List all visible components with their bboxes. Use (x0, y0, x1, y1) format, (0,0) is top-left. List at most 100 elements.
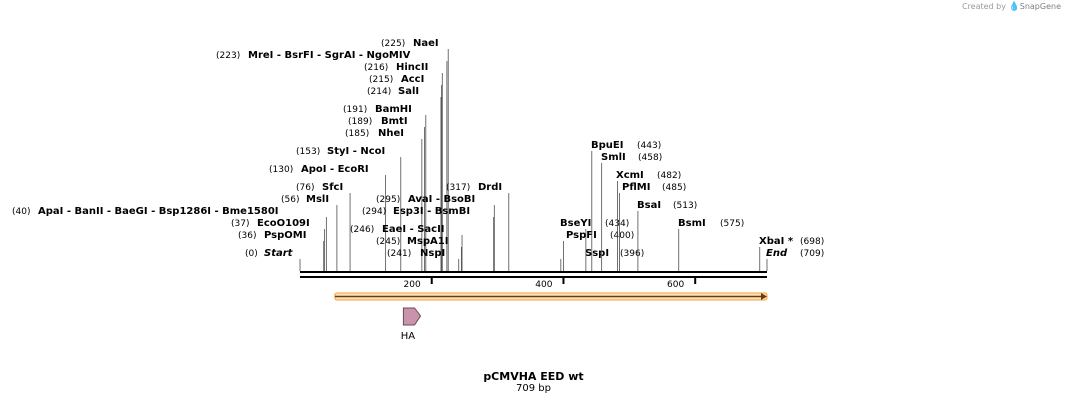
site-position: (294) (362, 207, 386, 217)
site-position: (241) (387, 249, 411, 259)
restriction-site-label[interactable]: (153) StyI - NcoI (296, 146, 385, 157)
site-position: (214) (367, 87, 391, 97)
restriction-site-label[interactable]: XbaI * (698) (759, 236, 824, 247)
restriction-site-label[interactable]: PflMI (485) (622, 182, 686, 193)
restriction-site-label[interactable]: (246) EaeI - SacII (350, 224, 445, 235)
site-position: (0) (245, 249, 258, 259)
restriction-site-label[interactable]: (225) NaeI (381, 38, 439, 49)
site-enzyme-name: BmtI (381, 116, 408, 127)
site-position: (185) (345, 129, 369, 139)
restriction-site-label[interactable]: (185) NheI (345, 128, 404, 139)
axis-tick-label: 200 (404, 280, 421, 290)
restriction-site-label[interactable]: (214) SalI (367, 86, 419, 97)
site-enzyme-name: StyI - NcoI (327, 146, 385, 157)
site-position: (443) (637, 141, 661, 151)
site-position: (189) (348, 117, 372, 127)
restriction-site-label[interactable]: (317)DrdI (446, 182, 502, 193)
restriction-site-label[interactable]: (191) BamHI (343, 104, 412, 115)
snapgene-drop-icon: 💧 (1008, 2, 1020, 12)
restriction-site-label[interactable]: SspI (396) (585, 248, 644, 259)
site-position: (396) (620, 249, 644, 259)
restriction-site-label[interactable]: (189) BmtI (348, 116, 408, 127)
site-position: (223) (216, 51, 240, 61)
restriction-site-label[interactable]: (215)AccI (369, 74, 424, 85)
site-position: (458) (638, 153, 662, 163)
site-enzyme-name: SspI (585, 248, 609, 259)
credit-prefix: Created by (961, 2, 1006, 11)
site-enzyme-name: MspA1I (407, 236, 448, 247)
restriction-site-label[interactable]: (36) PspOMI (238, 230, 306, 241)
restriction-site-label[interactable]: BsaI(513) (637, 200, 697, 211)
site-position: (485) (662, 183, 686, 193)
site-position: (575) (720, 219, 744, 229)
site-position: (216) (364, 63, 388, 73)
site-enzyme-name: End (766, 248, 788, 259)
site-enzyme-name: XbaI * (759, 236, 794, 247)
site-enzyme-name: EaeI - SacII (382, 224, 445, 235)
site-enzyme-name: SmlI (601, 152, 626, 163)
site-enzyme-name: ApaI - BanII - BaeGI - Bsp1286I - Bme158… (38, 206, 279, 217)
axis-tick-label: 600 (667, 280, 684, 290)
snapgene-credit: Created by 💧SnapGene (962, 2, 1061, 12)
site-enzyme-name: AccI (401, 74, 424, 85)
site-enzyme-name: HincII (396, 62, 428, 73)
site-enzyme-name: SfcI (322, 182, 343, 193)
site-enzyme-name: MreI - BsrFI - SgrAI - NgoMIV (248, 50, 411, 61)
restriction-site-label[interactable]: BseYI(434) (560, 218, 629, 229)
site-enzyme-name: MslI (306, 194, 329, 205)
site-enzyme-name: NspI (420, 248, 445, 259)
restriction-site-label[interactable]: BsmI (575) (678, 218, 744, 229)
site-enzyme-name: BamHI (375, 104, 412, 115)
site-position: (698) (800, 237, 824, 247)
site-position: (130) (269, 165, 293, 175)
restriction-site-label[interactable]: (37)EcoO109I (231, 218, 310, 229)
site-enzyme-name: PspFI (566, 230, 597, 241)
site-position: (400) (610, 231, 634, 241)
site-position: (709) (800, 249, 824, 259)
site-position: (36) (238, 231, 256, 241)
site-enzyme-name: BsmI (678, 218, 706, 229)
site-position: (153) (296, 147, 320, 157)
site-enzyme-name: BseYI (560, 218, 591, 229)
site-enzyme-name: DrdI (478, 182, 502, 193)
restriction-site-label[interactable]: (294)Esp3I - BsmBI (362, 206, 470, 217)
site-position: (513) (673, 201, 697, 211)
site-position: (191) (343, 105, 367, 115)
site-enzyme-name: ApoI - EcoRI (301, 164, 369, 175)
map-title: pCMVHA EED wt (483, 370, 584, 383)
restriction-site-label[interactable]: BpuEI (443) (591, 140, 661, 151)
restriction-site-label[interactable]: (295) AvaI - BsoBI (376, 194, 475, 205)
site-position: (225) (381, 39, 405, 49)
map-length: 709 bp (516, 383, 551, 394)
restriction-site-label[interactable]: (56) MslI (281, 194, 329, 205)
site-position: (246) (350, 225, 374, 235)
axis-tick-label: 400 (535, 280, 552, 290)
ha-feature-label: HA (401, 331, 416, 342)
site-enzyme-name: PflMI (622, 182, 650, 193)
restriction-site-label[interactable]: (40)ApaI - BanII - BaeGI - Bsp1286I - Bm… (12, 206, 279, 217)
restriction-site-label[interactable]: End (709) (766, 248, 824, 259)
site-position: (37) (231, 219, 249, 229)
site-position: (295) (376, 195, 400, 205)
site-enzyme-name: BpuEI (591, 140, 623, 151)
restriction-site-label[interactable]: (0) Start (245, 248, 294, 259)
restriction-site-label[interactable]: (76)SfcI (296, 182, 343, 193)
restriction-site-label[interactable]: XcmI(482) (616, 170, 681, 181)
site-enzyme-name: Start (264, 248, 294, 259)
site-position: (482) (657, 171, 681, 181)
restriction-site-label[interactable]: (216) HincII (364, 62, 428, 73)
site-position: (56) (281, 195, 299, 205)
site-enzyme-name: NaeI (413, 38, 439, 49)
restriction-site-label[interactable]: (241) NspI (387, 248, 445, 259)
site-enzyme-name: SalI (398, 86, 419, 97)
site-enzyme-name: AvaI - BsoBI (408, 194, 475, 205)
site-enzyme-name: PspOMI (264, 230, 306, 241)
site-enzyme-name: NheI (378, 128, 404, 139)
restriction-site-label[interactable]: SmlI (458) (601, 152, 662, 163)
credit-brand: SnapGene (1019, 2, 1061, 11)
restriction-site-label[interactable]: (245)MspA1I (376, 236, 448, 247)
restriction-site-label[interactable]: (223) MreI - BsrFI - SgrAI - NgoMIV (216, 50, 411, 61)
restriction-site-label[interactable]: PspFI (400) (566, 230, 634, 241)
restriction-site-label[interactable]: (130) ApoI - EcoRI (269, 164, 369, 175)
